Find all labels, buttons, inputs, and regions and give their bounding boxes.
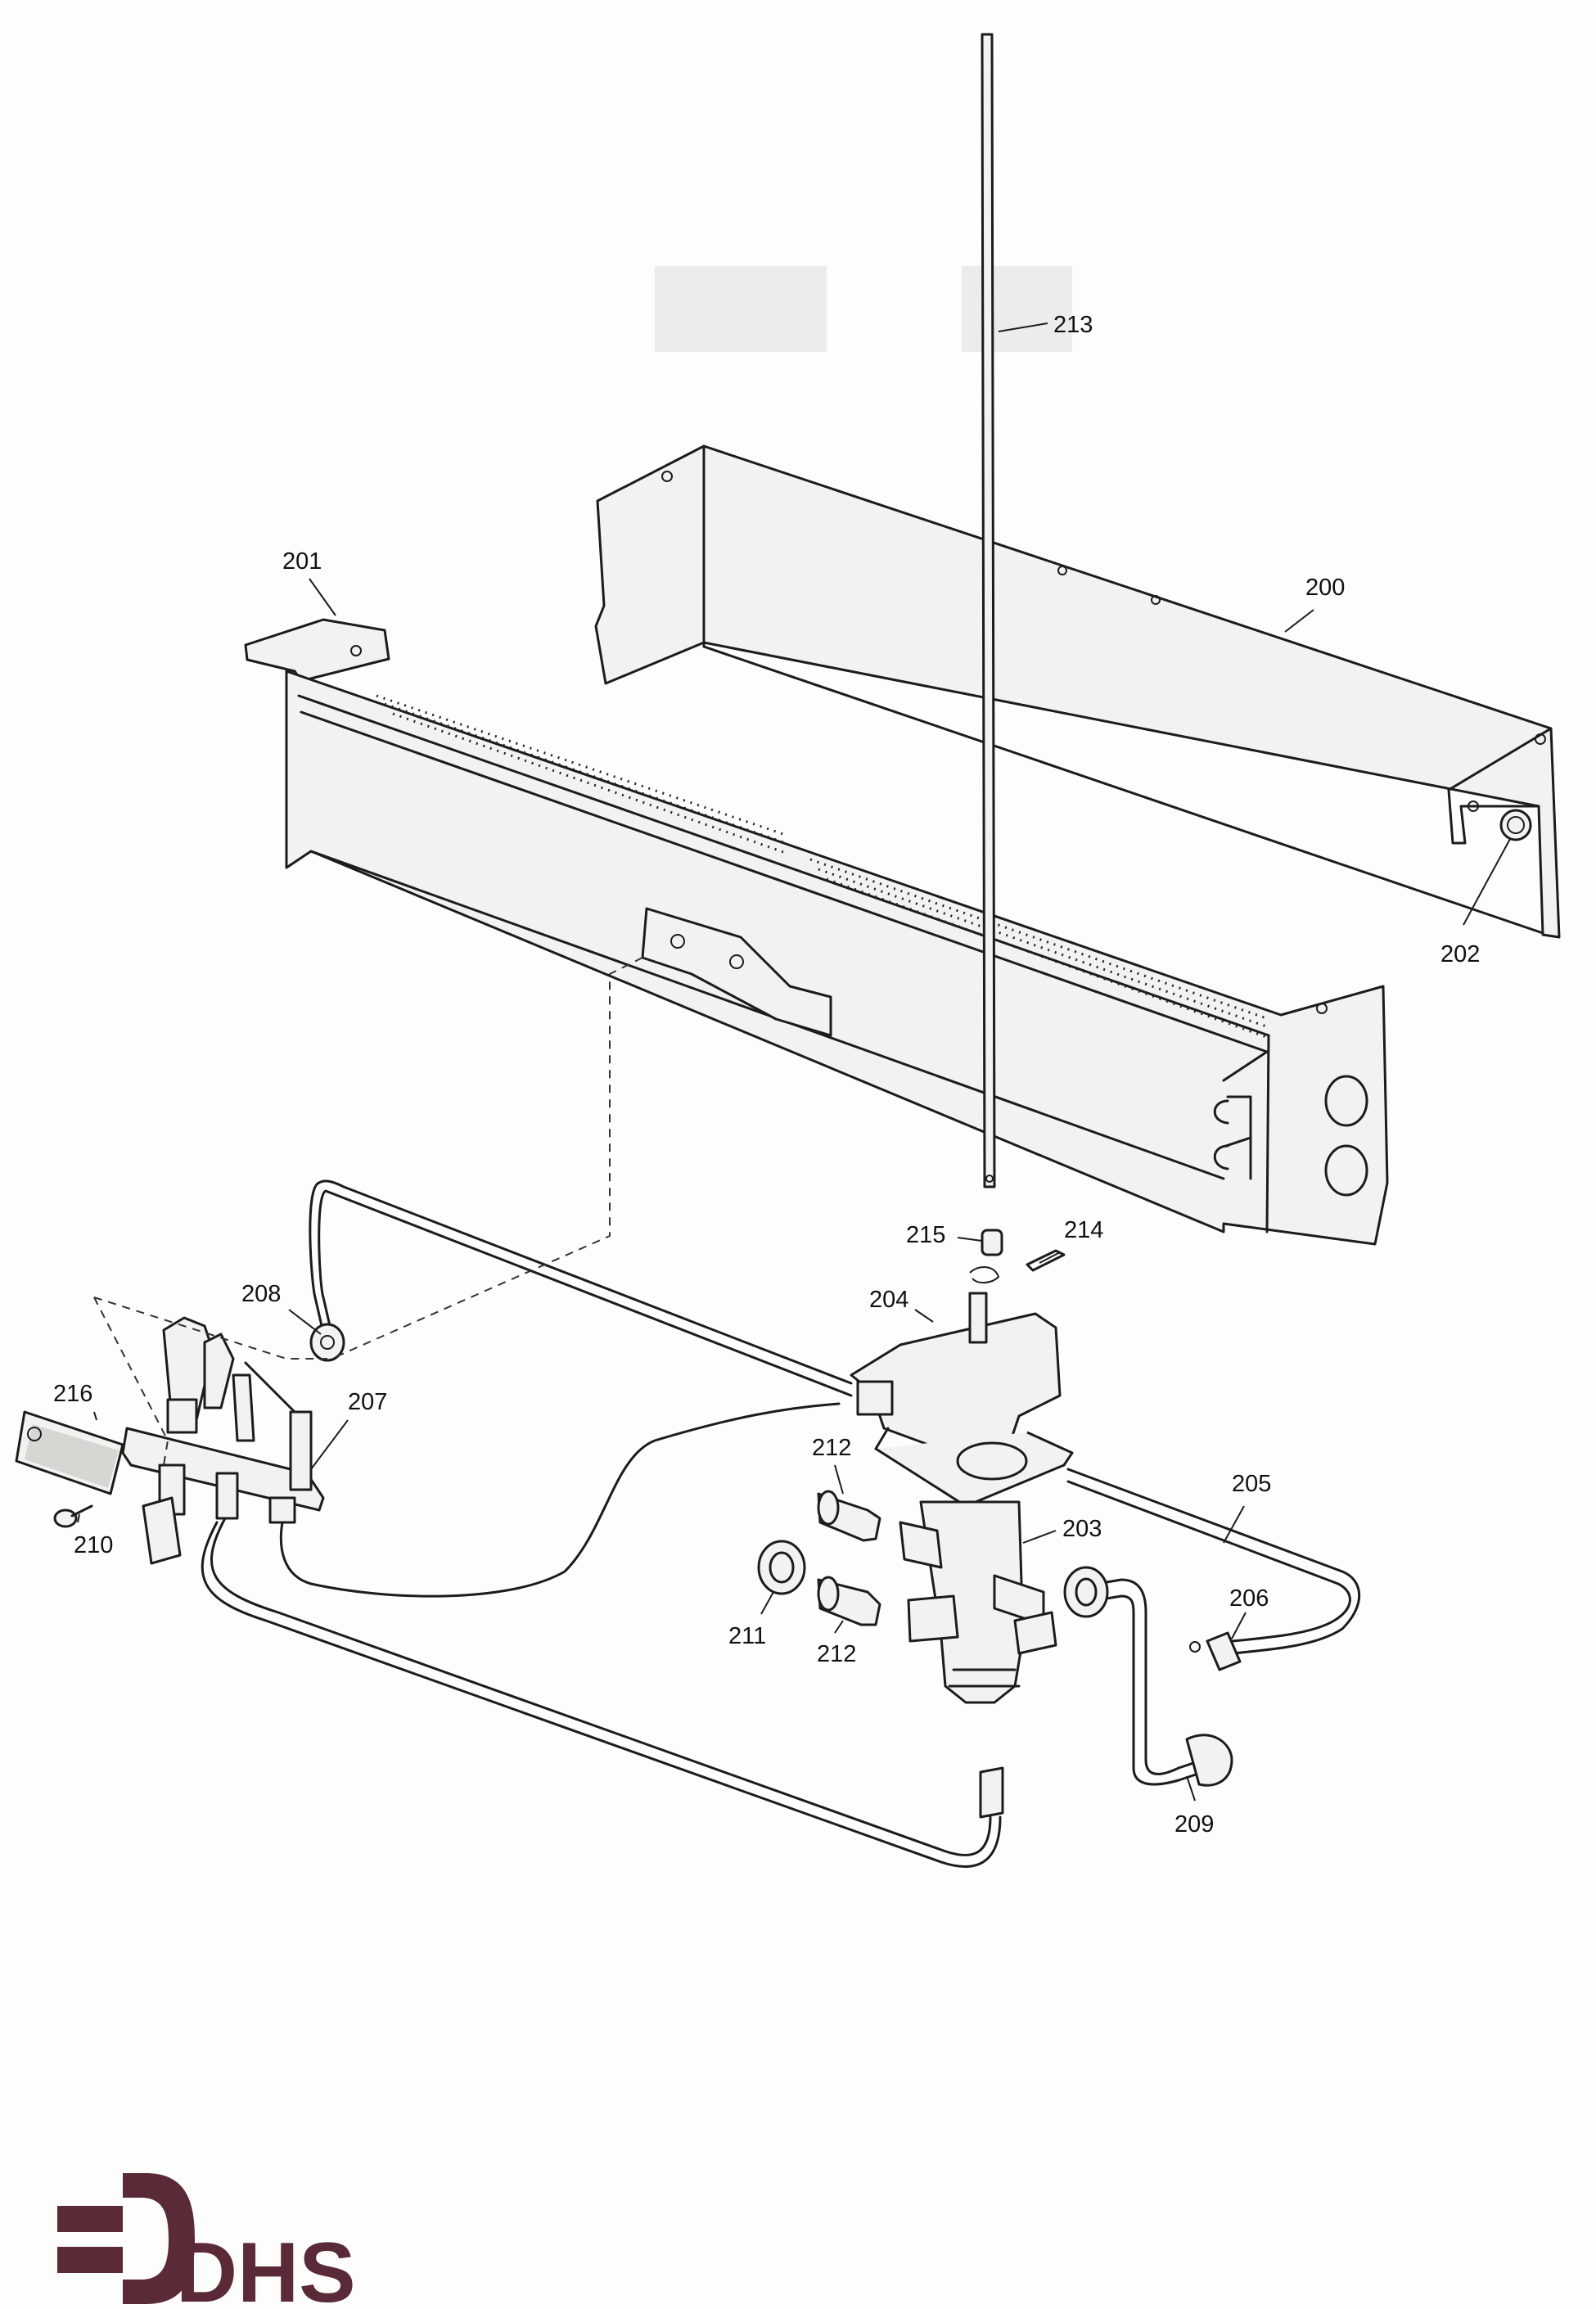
part-206-nut — [1189, 1631, 1242, 1671]
part-207-pilot-assembly — [121, 1316, 325, 1565]
callout-203: 203 — [1062, 1516, 1102, 1542]
part-212-nozzle-upper — [817, 1490, 881, 1542]
scan-shade — [962, 266, 1072, 352]
callout-204: 204 — [869, 1287, 908, 1313]
part-208-thermocouple — [309, 1179, 853, 1397]
callout-213: 213 — [1053, 312, 1093, 338]
callout-206: 206 — [1229, 1585, 1269, 1612]
part-209-elbow-pipe — [1063, 1566, 1233, 1787]
dhs-logo-mark — [57, 2206, 123, 2273]
part-214-clip — [969, 1249, 1066, 1283]
capillary-tubes — [201, 1402, 1004, 1868]
dhs-logo: DHS — [57, 2173, 356, 2309]
callout-200: 200 — [1305, 575, 1345, 601]
dhs-logo-arc — [123, 2173, 195, 2304]
callout-216: 216 — [53, 1381, 92, 1407]
callout-212-upper: 212 — [812, 1435, 851, 1461]
callout-210: 210 — [74, 1532, 113, 1558]
part-210-screw — [53, 1504, 93, 1528]
callout-214: 214 — [1064, 1217, 1103, 1243]
callout-201: 201 — [282, 548, 322, 575]
part-215-collar — [981, 1229, 1003, 1256]
callout-211: 211 — [728, 1623, 766, 1649]
dhs-logo-text: DHS — [176, 2226, 356, 2309]
callout-205: 205 — [1232, 1471, 1271, 1497]
part-200-burner-box — [594, 444, 1561, 939]
part-212-nozzle-lower — [817, 1576, 881, 1626]
part-211-washer — [757, 1540, 806, 1595]
callout-215: 215 — [906, 1222, 945, 1248]
callout-202: 202 — [1440, 941, 1480, 967]
part-204-bracket — [850, 1292, 1074, 1508]
callout-208: 208 — [241, 1281, 281, 1307]
part-205-pipe — [1066, 1468, 1361, 1655]
part-216-plate — [15, 1410, 124, 1495]
part-201-burner-tray — [244, 618, 1389, 1246]
part-202-grommet — [1499, 809, 1532, 841]
assembly-guide-lines — [93, 957, 643, 1466]
leader-lines — [77, 322, 1511, 1802]
callout-209: 209 — [1174, 1811, 1214, 1838]
part-213-rod — [981, 33, 996, 1188]
perforation-pattern — [376, 694, 1269, 1040]
part-203-valve — [899, 1500, 1057, 1704]
callout-labels: 213 201 200 202 215 214 208 204 216 207 … — [53, 312, 1480, 1838]
callout-212-lower: 212 — [817, 1641, 856, 1667]
callout-207: 207 — [348, 1389, 387, 1415]
scan-shade — [655, 266, 827, 352]
